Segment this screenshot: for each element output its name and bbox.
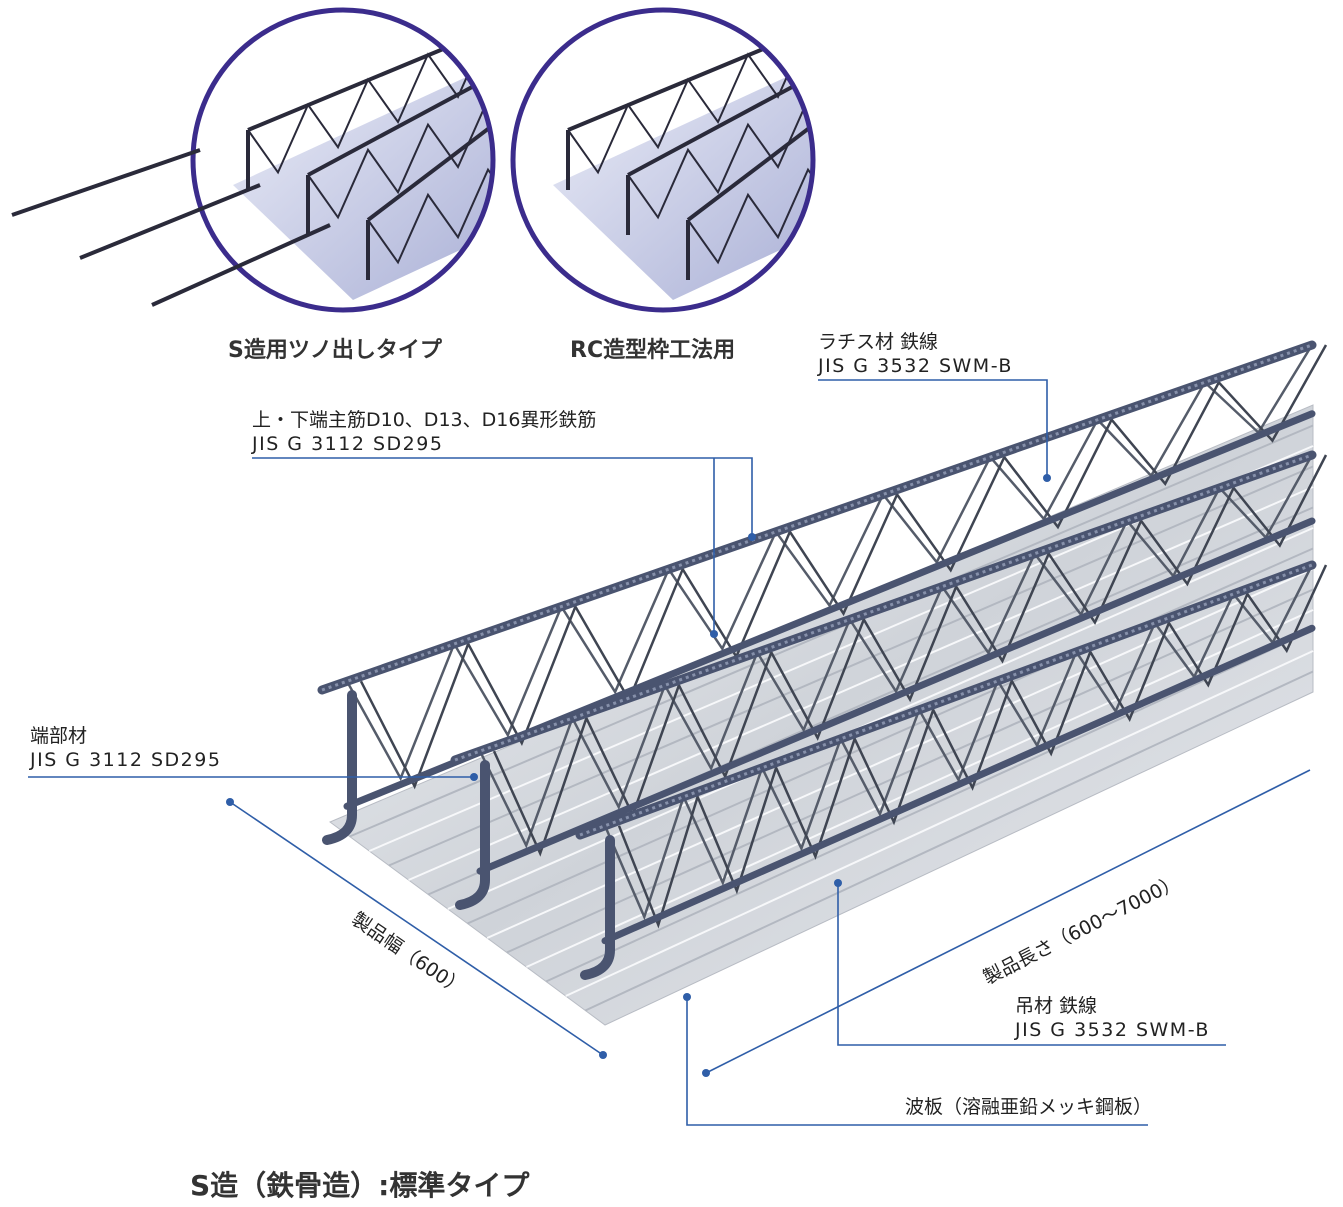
projecting-rebar	[79, 183, 261, 260]
top-rebar	[575, 560, 1317, 840]
deck-rib	[447, 527, 1314, 910]
end-member	[455, 760, 490, 910]
label-lattice: ラチス材 鉄線 JIS G 3532 SWM-B	[818, 330, 1013, 378]
label-deck: 波板（溶融亜鉛メッキ鋼板）	[905, 1096, 1153, 1118]
lattice-wire	[359, 344, 1328, 790]
deck-rib	[506, 588, 1314, 954]
dimension-length-line	[705, 769, 1311, 1074]
deck-rib	[486, 568, 1314, 939]
inset-image-2	[513, 10, 813, 310]
label-main-rebar-name: 上・下端主筋D10、D13、D16異形鉄筋	[252, 409, 597, 431]
label-end-member: 端部材 JIS G 3112 SD295	[30, 724, 221, 772]
deck-rib	[408, 486, 1314, 881]
end-member	[580, 835, 615, 980]
dimension-width-line	[229, 801, 604, 1056]
leader-lattice-dot	[1043, 474, 1051, 482]
truss-3	[575, 560, 1328, 980]
deck-rib	[545, 629, 1314, 983]
inset-ring	[190, 7, 496, 313]
leader-deck-dot	[683, 993, 691, 1001]
label-main-rebar: 上・下端主筋D10、D13、D16異形鉄筋 JIS G 3112 SD295	[252, 408, 596, 456]
deck-plate	[328, 404, 1314, 1026]
deck-rib	[349, 424, 1314, 838]
leader-deck	[686, 997, 1148, 1126]
inset-lattice	[687, 117, 813, 265]
inset-caption-rc-type: RC造型枠工法用	[570, 338, 736, 363]
deck-rib	[526, 609, 1314, 968]
dimension-width-line-dot	[226, 798, 234, 806]
truss-2	[450, 450, 1328, 910]
bottom-rebar	[476, 517, 1316, 875]
top-rebar-ribs	[454, 453, 1313, 762]
label-main-rebar-spec: JIS G 3112 SD295	[252, 433, 444, 455]
leader-main-rebar	[252, 457, 753, 634]
bottom-rebar	[601, 624, 1316, 945]
inset-lattice	[367, 117, 493, 265]
leader-main-rebar-dot	[748, 533, 756, 541]
deck-rib	[584, 670, 1314, 1012]
inset-deck	[553, 60, 813, 300]
inset-caption-s-type: S造用ツノ出しタイプ	[228, 338, 442, 363]
lattice-wire	[617, 564, 1328, 929]
label-hanger-name: 吊材 鉄線	[1015, 995, 1098, 1017]
leader-hanger	[837, 883, 1226, 1046]
leader-hanger-dot	[834, 879, 842, 887]
page-title: S造（鉄骨造）:標準タイプ	[190, 1169, 530, 1202]
inset-ring	[510, 7, 816, 313]
leader-lattice	[818, 379, 1048, 478]
end-member	[322, 690, 357, 845]
leader-end-member-dot	[470, 773, 478, 781]
top-rebar	[317, 340, 1317, 695]
inset-lattice	[627, 72, 813, 220]
projecting-rebar	[11, 148, 201, 217]
projecting-rebar	[151, 223, 331, 307]
label-hanger-spec: JIS G 3532 SWM-B	[1015, 1019, 1210, 1041]
deck-rib	[565, 650, 1314, 997]
label-hanger: 吊材 鉄線 JIS G 3532 SWM-B	[1015, 994, 1210, 1042]
label-end-member-name: 端部材	[30, 725, 88, 747]
label-end-member-spec: JIS G 3112 SD295	[30, 749, 222, 771]
leader-main-rebar-dot	[710, 630, 718, 638]
dimension-length-line-dot	[702, 1069, 710, 1077]
inset-lattice	[307, 72, 493, 220]
dimension-width-line-dot	[599, 1051, 607, 1059]
label-lattice-name: ラチス材 鉄線	[818, 331, 939, 353]
label-lattice-spec: JIS G 3532 SWM-B	[818, 355, 1013, 377]
